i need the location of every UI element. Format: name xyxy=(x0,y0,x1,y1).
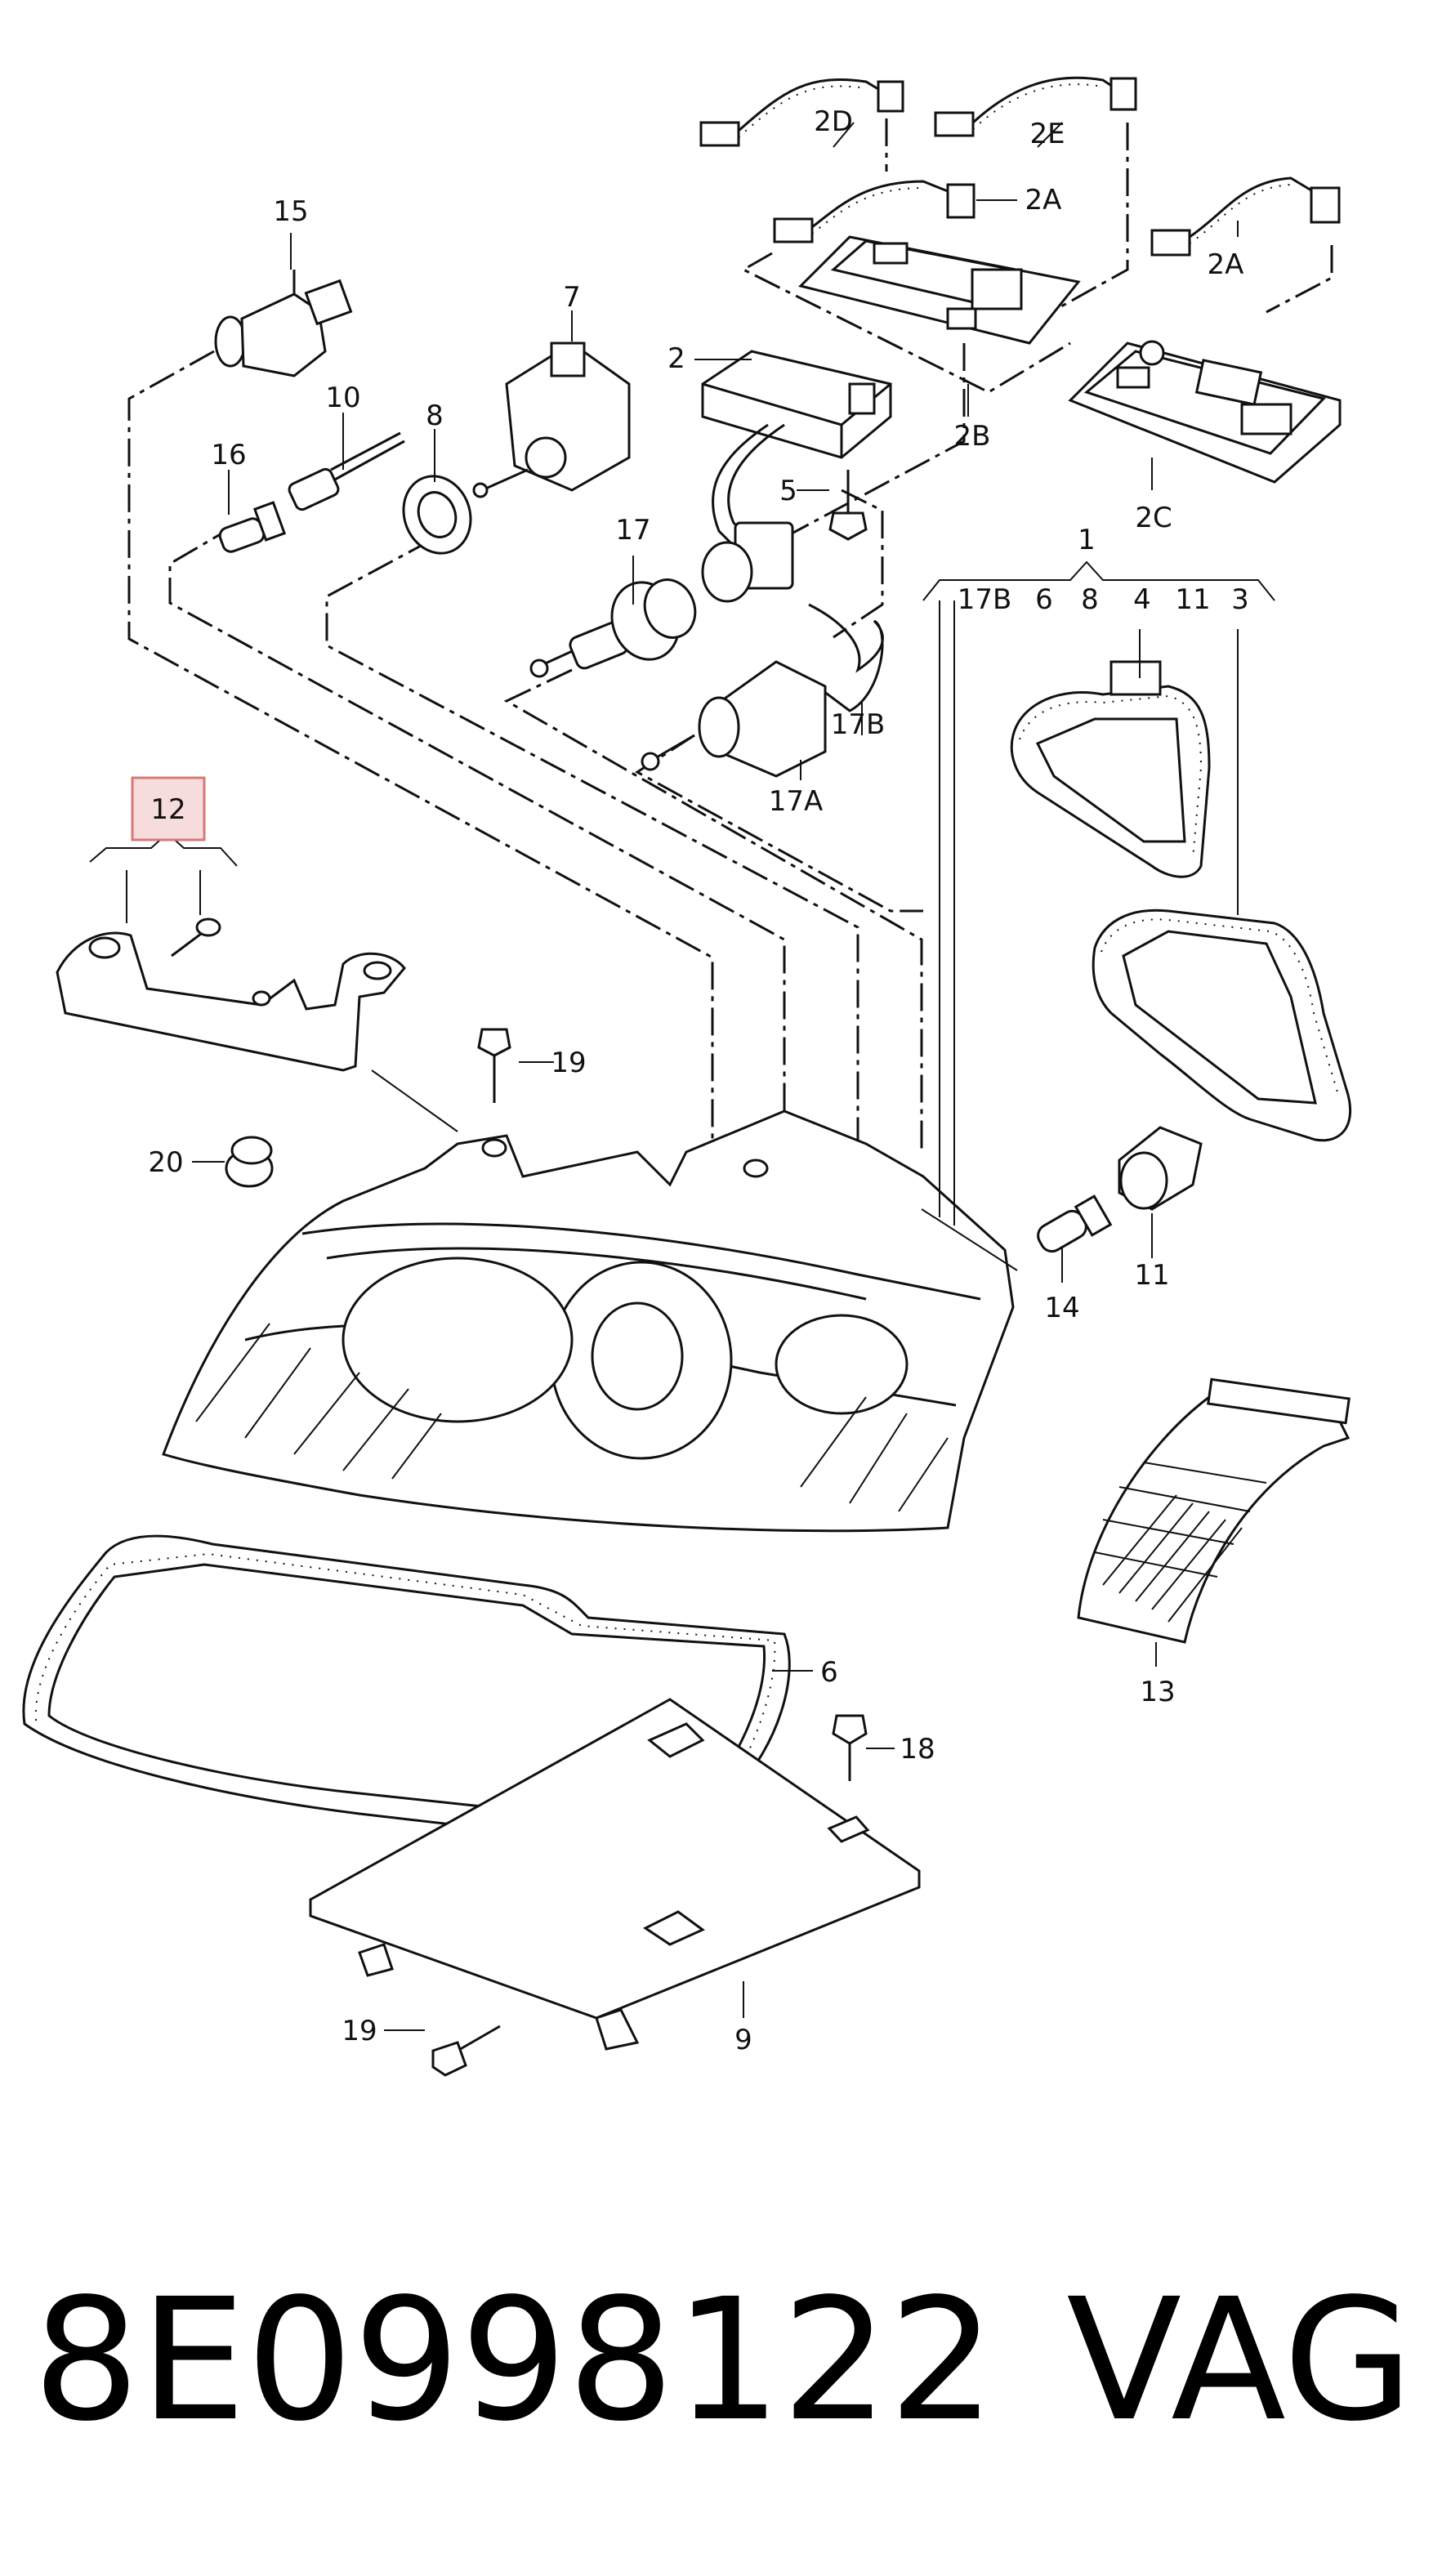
cover-9 xyxy=(309,1698,921,2051)
label-7: 7 xyxy=(563,281,581,314)
label-11: 11 xyxy=(1134,1259,1169,1292)
label-2c: 2C xyxy=(1135,502,1172,534)
ballast-2c xyxy=(1068,340,1342,484)
actuator-7-icon xyxy=(472,342,631,498)
bulb-16-icon xyxy=(218,501,287,553)
label-11-group: 11 xyxy=(1175,583,1210,616)
label-6: 6 xyxy=(820,1656,838,1689)
plug-icon xyxy=(1109,77,1137,111)
label-17: 17 xyxy=(615,514,650,547)
bulb-11-icon xyxy=(1118,1126,1203,1211)
label-19-bottom: 19 xyxy=(342,2015,377,2047)
connector-2a-top xyxy=(773,180,976,243)
plug-icon xyxy=(773,217,814,243)
label-2b: 2B xyxy=(954,420,991,453)
connector-2e xyxy=(934,76,1137,137)
label-2: 2 xyxy=(667,342,685,375)
label-1: 1 xyxy=(1078,524,1096,556)
plug-icon xyxy=(877,80,904,113)
screw-19-top-icon xyxy=(477,1028,511,1103)
label-20: 20 xyxy=(148,1146,183,1179)
screw-19-bottom-icon xyxy=(431,2025,501,2077)
label-10: 10 xyxy=(325,382,360,414)
ballast-2b xyxy=(798,235,1081,345)
label-2a-right: 2A xyxy=(1208,248,1244,281)
label-17a: 17A xyxy=(769,785,824,818)
headlight-housing-1 xyxy=(162,1109,1015,1533)
label-18: 18 xyxy=(900,1733,935,1766)
label-14: 14 xyxy=(1044,1292,1079,1324)
bracket-12 xyxy=(56,931,406,1072)
bulb-17a-icon xyxy=(641,660,827,778)
plug-icon xyxy=(1310,186,1341,224)
assembly-dash-lines xyxy=(127,118,1333,1154)
label-13: 13 xyxy=(1140,1676,1175,1708)
plug-icon xyxy=(699,121,740,147)
leader-lines xyxy=(89,122,1275,2031)
brand: VAG xyxy=(1066,2262,1413,2458)
bulb-14-icon xyxy=(1037,1194,1113,1253)
label-16: 16 xyxy=(211,439,246,471)
label-2d: 2D xyxy=(814,105,853,138)
grommet-20-icon xyxy=(225,1136,274,1188)
connector-2a-right xyxy=(1150,176,1341,257)
bulb-15-icon xyxy=(214,270,353,377)
label-19-top: 19 xyxy=(551,1047,586,1079)
label-8-group: 8 xyxy=(1081,583,1099,616)
screw-12-icon xyxy=(171,917,221,958)
label-3: 3 xyxy=(1231,583,1249,616)
socket-10-icon xyxy=(288,431,405,511)
gasket-4 xyxy=(1010,660,1211,878)
label-12: 12 xyxy=(150,793,185,826)
label-9: 9 xyxy=(734,2024,752,2056)
label-4: 4 xyxy=(1133,583,1151,616)
plug-icon xyxy=(1150,229,1191,257)
label-17b: 17B xyxy=(831,708,886,741)
seal-ring-8-icon xyxy=(402,475,472,555)
label-5: 5 xyxy=(779,475,797,507)
screw-18-icon xyxy=(832,1714,868,1781)
label-15: 15 xyxy=(273,195,308,228)
module-2 xyxy=(701,350,892,603)
frame-3 xyxy=(1092,909,1352,1142)
screw-5-icon xyxy=(828,470,868,541)
label-8: 8 xyxy=(426,400,444,432)
label-17b-group: 17B xyxy=(958,583,1012,616)
label-6-group: 6 xyxy=(1035,583,1053,616)
spring-clip-17b-icon xyxy=(808,603,884,712)
part-number: 8E0998122 xyxy=(33,2262,996,2458)
label-2e: 2E xyxy=(1029,118,1065,150)
bulb-17-icon xyxy=(529,578,697,678)
highlight-box-12 xyxy=(131,776,206,842)
label-2a-top: 2A xyxy=(1025,184,1062,217)
connector-2d xyxy=(699,78,904,147)
part-labels: 15 7 10 8 16 2 5 17 17B 17A 2D 2E 2A 2A … xyxy=(148,105,1248,2056)
trim-panel-13 xyxy=(1077,1377,1351,1644)
plug-icon xyxy=(934,111,975,137)
plug-icon xyxy=(946,183,976,219)
